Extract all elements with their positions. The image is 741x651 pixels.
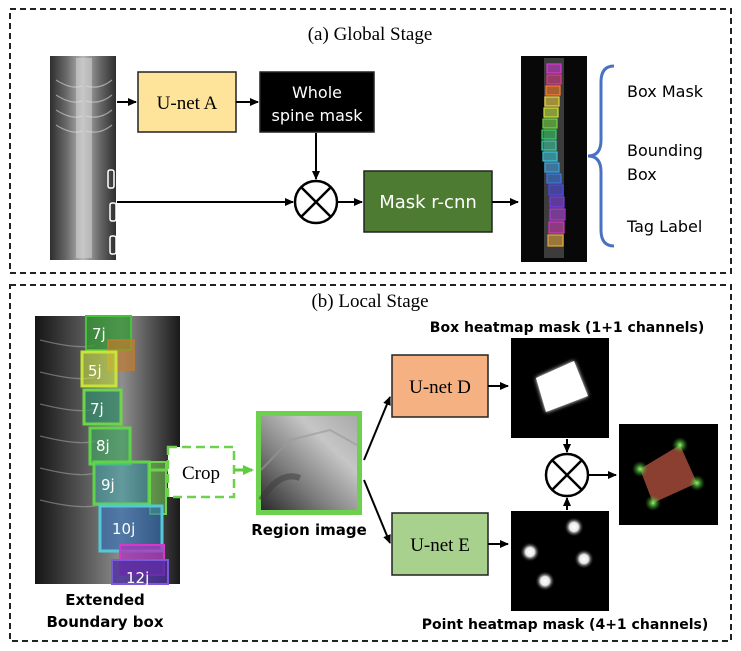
- multiply-node-global: [293, 179, 339, 225]
- multiply-node-local: [544, 452, 590, 498]
- region-image: [256, 411, 362, 515]
- point-heatmap-image: [511, 511, 609, 611]
- output-box-mask: Box Mask: [627, 82, 704, 101]
- unet-d-label: U-net D: [409, 377, 471, 398]
- whole-spine-mask-label-line1: Whole: [292, 83, 342, 102]
- extended-boundary-label-line2: Boundary box: [46, 613, 163, 631]
- final-output-image: [619, 424, 718, 525]
- crop-box: [166, 445, 236, 499]
- arrow-region-to-unet-e: [363, 479, 391, 544]
- region-image-label: Region image: [251, 521, 367, 539]
- unet-e-box: [391, 512, 489, 576]
- output-tag-label: Tag Label: [626, 217, 702, 236]
- point-heatmap-caption: Point heatmap mask (4+1 channels): [422, 617, 708, 633]
- mask-rcnn-box: [363, 170, 493, 233]
- unet-a-box: [137, 71, 237, 133]
- vertebra-label-9j: 9j: [101, 476, 115, 494]
- unet-e-label: U-net E: [410, 535, 470, 556]
- whole-spine-mask-box: [259, 71, 375, 133]
- whole-spine-mask-label-line2: spine mask: [272, 106, 364, 125]
- local-spine-image: [35, 315, 180, 585]
- unet-a-label: U-net A: [157, 93, 218, 114]
- global-stage-frame: [9, 8, 732, 274]
- vertebra-label-8j: 8j: [96, 437, 110, 455]
- local-stage-title: (b) Local Stage: [311, 291, 428, 312]
- vertebra-label-5j: 5j: [88, 362, 102, 380]
- global-result-image: [521, 56, 587, 262]
- vertebra-label-7j-top: 7j: [92, 325, 106, 343]
- vertebra-label-7j: 7j: [90, 400, 104, 418]
- vertebra-label-10j: 10j: [112, 520, 135, 538]
- arrow-region-to-unet-d: [363, 396, 391, 461]
- mask-rcnn-label: Mask r-cnn: [379, 192, 477, 213]
- box-heatmap-caption: Box heatmap mask (1+1 channels): [430, 320, 704, 336]
- output-bounding-line2: Box: [627, 165, 657, 184]
- crop-label: Crop: [182, 463, 220, 484]
- local-stage-frame: [9, 284, 732, 642]
- unet-d-box: [391, 354, 489, 418]
- global-stage-title: (a) Global Stage: [308, 24, 433, 45]
- output-brace: [587, 64, 615, 248]
- vertebra-label-12j: 12j: [126, 569, 149, 587]
- spine-xray-image: [50, 56, 117, 260]
- extended-boundary-label-line1: Extended: [65, 591, 145, 609]
- output-bounding-line1: Bounding: [627, 141, 703, 160]
- box-heatmap-image: [511, 338, 609, 438]
